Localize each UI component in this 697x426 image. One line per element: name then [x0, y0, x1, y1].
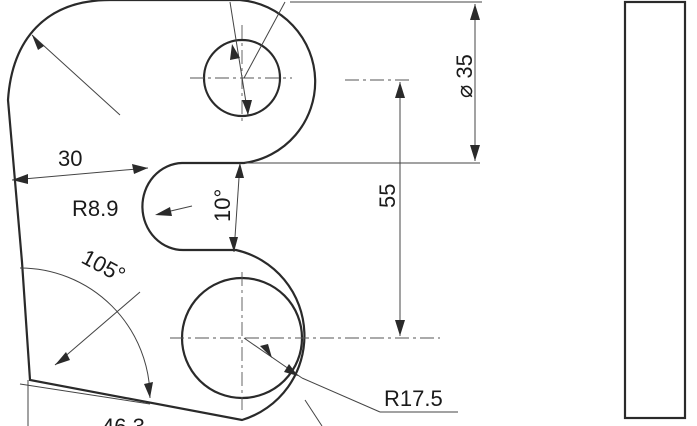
arrow-r8-9	[155, 207, 172, 216]
leader-upper-hole-2	[243, 1, 286, 79]
arrow-35-bottom	[470, 145, 480, 161]
label-30: 30	[58, 146, 82, 171]
arrow-55-bottom	[395, 320, 405, 336]
arrow-30-left	[12, 174, 28, 184]
arrow-105-b	[144, 382, 153, 398]
part-outline	[6, 0, 317, 422]
label-46-3: 46.3	[102, 414, 145, 426]
arrow-105-a	[55, 352, 70, 365]
arrow-35-top	[470, 4, 480, 20]
leader-r17-5-b	[301, 377, 381, 413]
dim-arc-105	[19, 267, 151, 399]
arrow-top-left	[32, 35, 44, 50]
leader-upper-hole-1	[229, 1, 249, 116]
leader-top-left	[31, 34, 121, 116]
label-diameter-35: ⌀ 35	[452, 54, 477, 98]
dim-line-46-3	[19, 383, 151, 405]
arrowheads	[12, 4, 480, 398]
label-r8-9: R8.9	[72, 196, 118, 221]
arrow-r17-5	[284, 364, 298, 376]
label-55: 55	[375, 184, 400, 208]
dimension-lines	[11, 1, 482, 426]
label-r17-5: R17.5	[384, 386, 443, 411]
leader-105-diagonal	[54, 291, 141, 366]
arrow-upper-hole-a	[242, 100, 252, 115]
leader-r17-5-d	[304, 399, 323, 426]
arrow-10-bottom	[229, 237, 238, 252]
arrow-55-top	[395, 82, 405, 98]
part-profile	[6, 0, 317, 422]
label-105-degree: 105°	[78, 244, 130, 287]
arrow-10-top	[235, 163, 244, 178]
arrow-r17-5-inner	[260, 344, 272, 358]
arrow-upper-hole-b	[230, 44, 240, 60]
dim-line-30	[11, 167, 149, 181]
dimension-labels: 30 R8.9 10° 105° 55 ⌀ 35 R17.5 46.3	[58, 54, 477, 426]
arrow-30-right	[132, 164, 148, 174]
label-10-degree: 10°	[210, 189, 235, 222]
side-view	[623, 0, 687, 420]
